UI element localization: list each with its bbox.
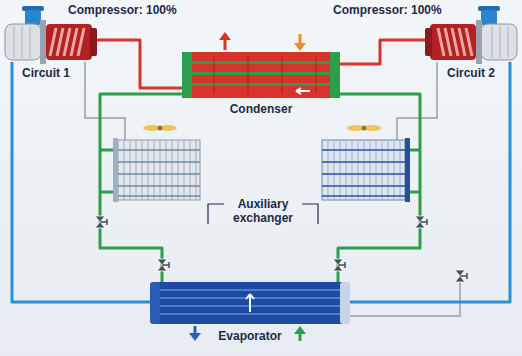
compressor: Compressor: 100%Circuit 2 — [425, 22, 517, 62]
component-label: Evaporator — [150, 329, 350, 343]
valve-symbol — [95, 216, 107, 228]
condenser-symbol — [182, 32, 340, 98]
pipe — [397, 62, 437, 140]
pipe — [100, 150, 113, 192]
valve-symbol — [455, 270, 467, 282]
condenser: Condenser — [182, 52, 340, 98]
group-label: Auxiliary exchanger — [228, 197, 298, 225]
refrigerant-pipe — [340, 40, 425, 64]
component-label: Compressor: 100% — [68, 3, 177, 17]
bracket — [208, 204, 224, 224]
evaporator: Evaporator — [150, 282, 350, 324]
compressor: Compressor: 100%Circuit 1 — [5, 22, 97, 62]
refrigerant-pipe — [350, 62, 510, 302]
refrigerant-pipe — [100, 94, 182, 282]
refrigerant-pipe — [97, 40, 182, 88]
component-label: Condenser — [182, 102, 340, 116]
refrigerant-pipe — [338, 94, 420, 282]
bracket — [302, 204, 318, 224]
valve-symbol — [333, 259, 345, 271]
component-label: Circuit 2 — [447, 66, 495, 80]
refrigerant-pipe — [12, 62, 150, 302]
valve-symbol — [157, 259, 169, 271]
coil-symbol — [113, 138, 200, 202]
coil-symbol — [322, 138, 410, 202]
component-label: Circuit 1 — [22, 66, 70, 80]
valve-symbol — [415, 216, 427, 228]
fan-symbol — [143, 125, 177, 131]
pipe — [350, 270, 460, 316]
component-label: Compressor: 100% — [333, 3, 442, 17]
pipe — [85, 62, 125, 140]
fan-symbol — [347, 125, 381, 131]
